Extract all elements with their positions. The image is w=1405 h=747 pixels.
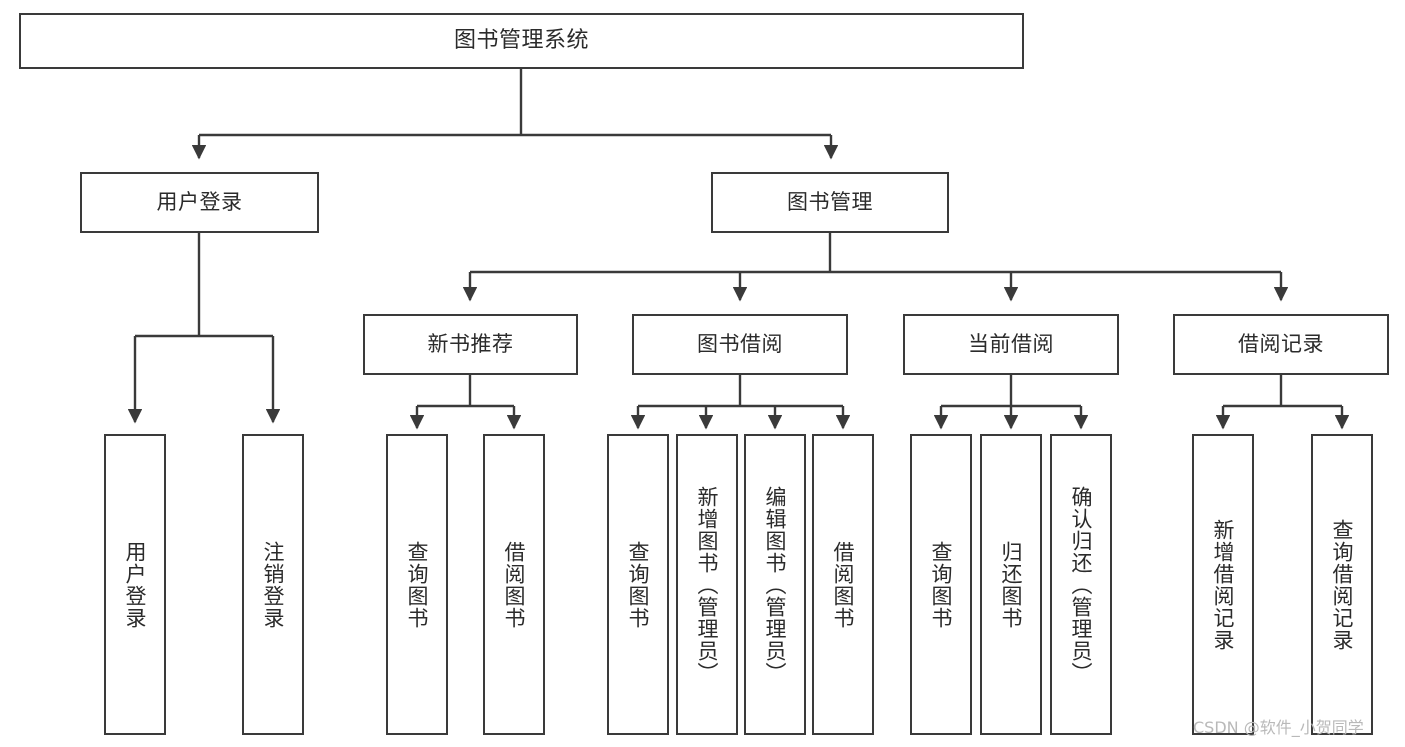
node-label: 图书管理 xyxy=(787,190,873,215)
node-label: 查询借阅记录 xyxy=(1330,518,1355,651)
node-leaf-borrow-book-recommend[interactable]: 借阅图书 xyxy=(483,434,545,735)
node-leaf-borrow-book[interactable]: 借阅图书 xyxy=(812,434,874,735)
node-label: 新书推荐 xyxy=(427,332,514,357)
node-leaf-return-book[interactable]: 归还图书 xyxy=(980,434,1042,735)
node-label: 归还图书 xyxy=(999,540,1024,629)
node-leaf-add-borrow-record[interactable]: 新增借阅记录 xyxy=(1192,434,1254,735)
node-label: 确认归还（管理员） xyxy=(1069,485,1094,684)
node-current-borrow[interactable]: 当前借阅 xyxy=(903,314,1119,375)
node-new-book-recommend[interactable]: 新书推荐 xyxy=(363,314,578,375)
node-book-borrow[interactable]: 图书借阅 xyxy=(632,314,848,375)
node-label: 查询图书 xyxy=(626,540,651,629)
node-label: 新增借阅记录 xyxy=(1211,518,1236,651)
node-label: 编辑图书（管理员） xyxy=(763,485,788,684)
node-root-book-management-system[interactable]: 图书管理系统 xyxy=(19,13,1024,69)
node-leaf-confirm-return[interactable]: 确认归还（管理员） xyxy=(1050,434,1112,735)
node-label: 查询图书 xyxy=(929,540,954,629)
node-user-login[interactable]: 用户登录 xyxy=(80,172,319,233)
node-leaf-query-borrow-record[interactable]: 查询借阅记录 xyxy=(1311,434,1373,735)
node-leaf-user-logout[interactable]: 注销登录 xyxy=(242,434,304,735)
node-label: 借阅图书 xyxy=(831,540,856,629)
node-leaf-query-book-current[interactable]: 查询图书 xyxy=(910,434,972,735)
node-label: 新增图书（管理员） xyxy=(695,485,720,684)
node-leaf-query-book-recommend[interactable]: 查询图书 xyxy=(386,434,448,735)
node-book-management[interactable]: 图书管理 xyxy=(711,172,949,233)
node-label: 当前借阅 xyxy=(968,332,1054,357)
node-label: 用户登录 xyxy=(156,190,243,215)
watermark: CSDN @软件_小贺同学 xyxy=(1193,718,1364,737)
node-leaf-edit-book[interactable]: 编辑图书（管理员） xyxy=(744,434,806,735)
node-leaf-add-book[interactable]: 新增图书（管理员） xyxy=(676,434,738,735)
node-leaf-user-login[interactable]: 用户登录 xyxy=(104,434,166,735)
node-leaf-query-book-borrow[interactable]: 查询图书 xyxy=(607,434,669,735)
node-label: 用户登录 xyxy=(123,540,148,629)
node-borrow-record[interactable]: 借阅记录 xyxy=(1173,314,1389,375)
node-label: 借阅图书 xyxy=(502,540,527,629)
node-label: 借阅记录 xyxy=(1238,332,1324,357)
node-label: 图书借阅 xyxy=(697,332,783,357)
node-label: 图书管理系统 xyxy=(453,28,589,54)
node-label: 注销登录 xyxy=(261,540,286,629)
node-label: 查询图书 xyxy=(405,540,430,629)
